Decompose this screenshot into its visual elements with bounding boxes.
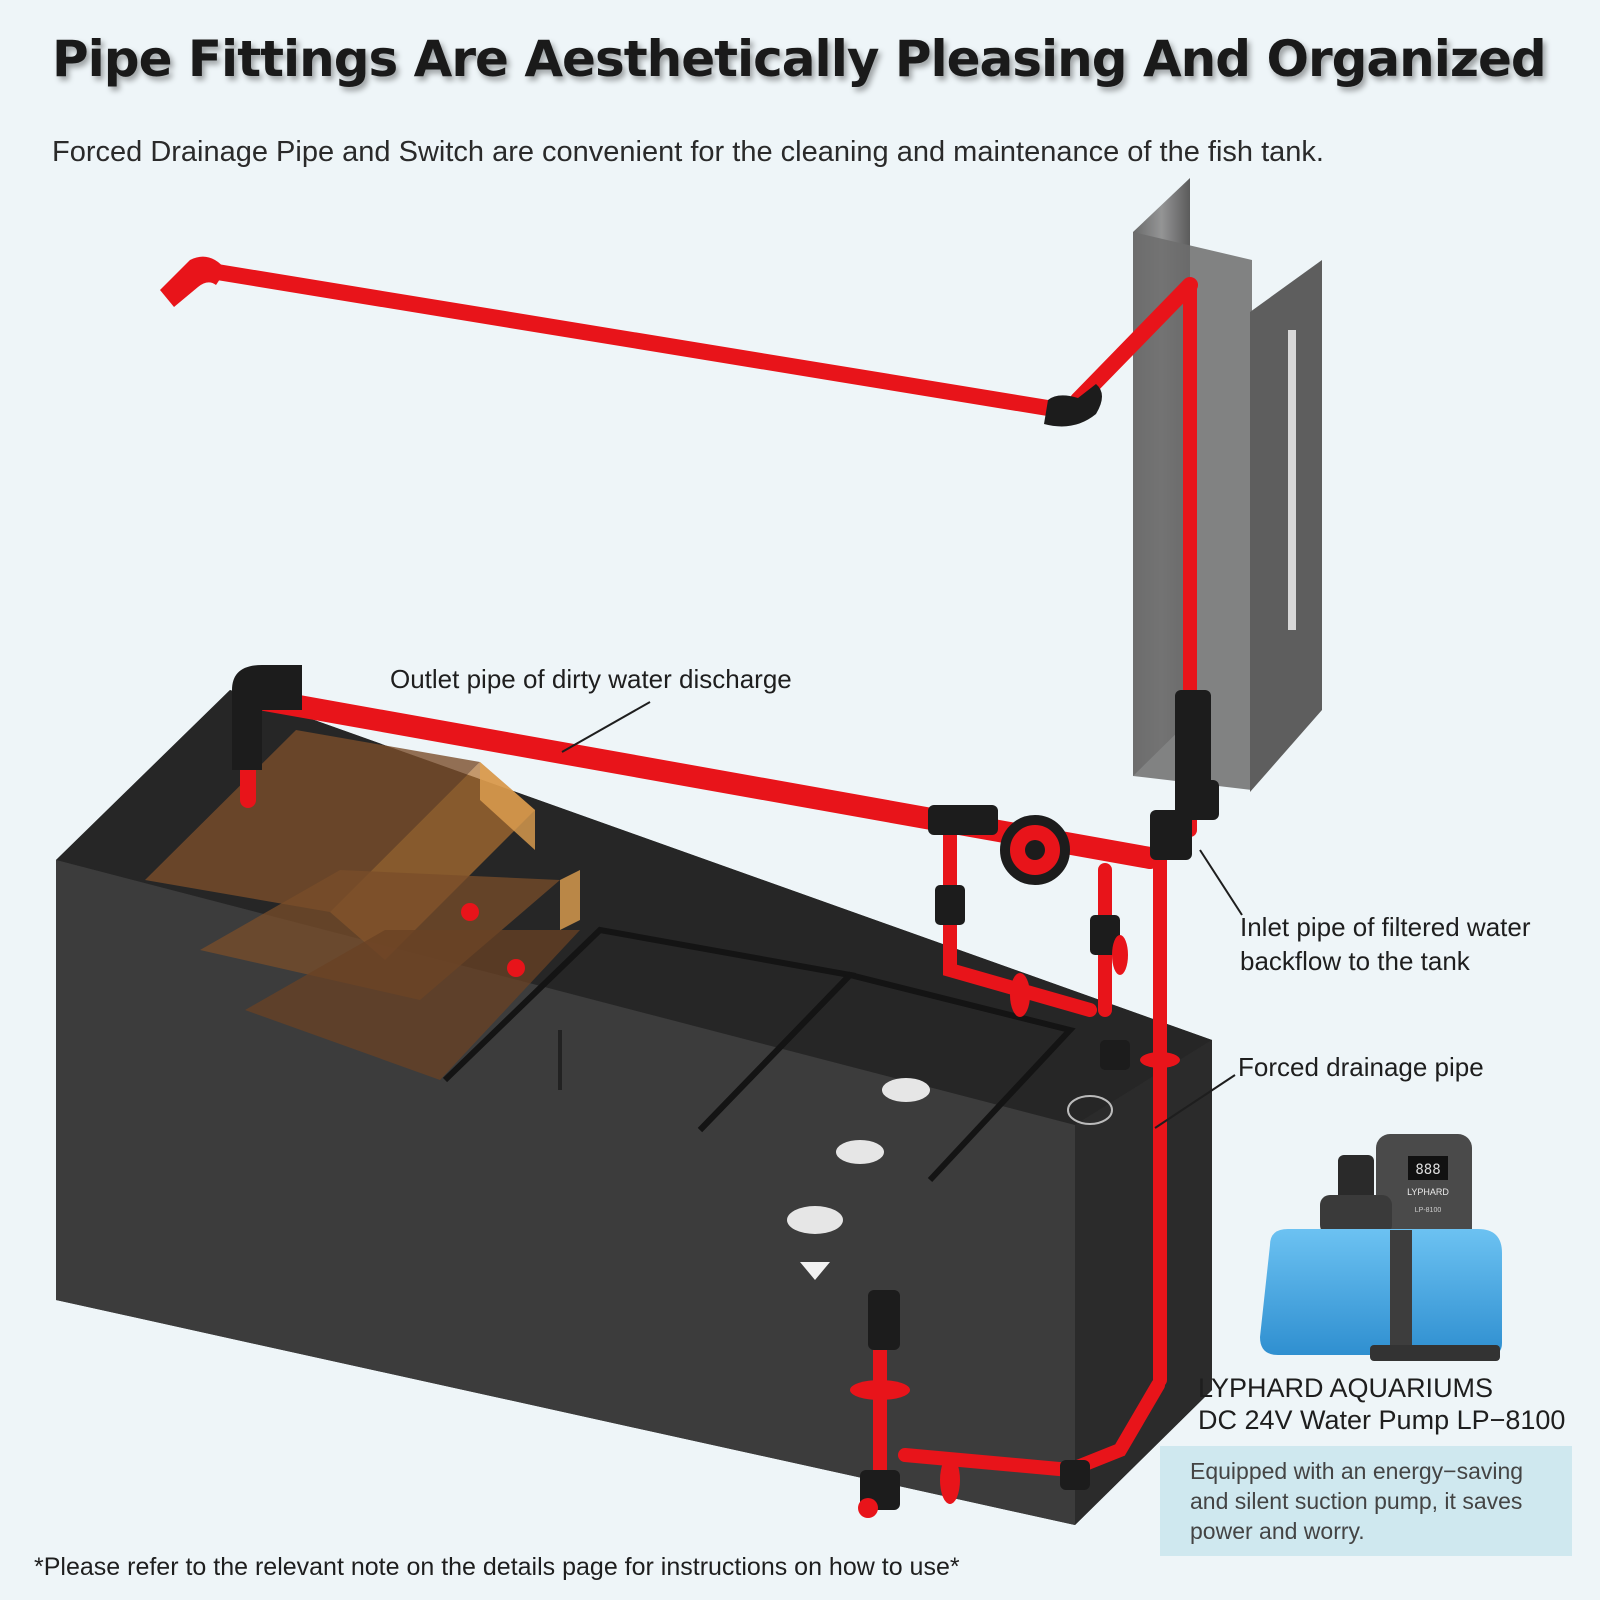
pipe-fittings [160,256,1219,1510]
pump-title: LYPHARD AQUARIUMS DC 24V Water Pump LP−8… [1198,1372,1565,1436]
outlet-leader [561,701,651,753]
inlet-pipe-label-line1: Inlet pipe of filtered water [1240,912,1531,942]
outlet-pipe-label: Outlet pipe of dirty water discharge [390,664,792,694]
filter-trays [145,730,580,1080]
inlet-pipe-label-line2: backflow to the tank [1240,946,1470,976]
footer-note: *Please refer to the relevant note on th… [34,1553,960,1581]
pump-description-line: Equipped with an energy−saving [1190,1458,1524,1484]
valve-handles [850,935,1180,1518]
page-title: Pipe Fittings Are Aesthetically Pleasing… [52,30,1547,88]
controller-logo: LYPHARD [1407,1187,1449,1197]
controller-model: LP-8100 [1415,1207,1442,1214]
inlet-leader [1199,849,1243,916]
overflow-panel-right [1250,260,1322,792]
controller-display: 888 [1415,1162,1440,1178]
pump-description-box: Equipped with an energy−saving and silen… [1160,1446,1572,1556]
pump-description-line: power and worry. [1190,1518,1365,1544]
water-pump: 888 LYPHARD LP-8100 [1260,1134,1502,1361]
page-subtitle: Forced Drainage Pipe and Switch are conv… [52,136,1324,168]
pump-brand: LYPHARD AQUARIUMS [1198,1373,1494,1403]
pump-description-line: and silent suction pump, it saves [1190,1488,1523,1514]
drainage-leader [1154,1074,1236,1129]
drainage-pipe-label: Forced drainage pipe [1238,1052,1484,1082]
pump-model: DC 24V Water Pump LP−8100 [1198,1405,1566,1435]
leader-lines [561,701,1243,1129]
